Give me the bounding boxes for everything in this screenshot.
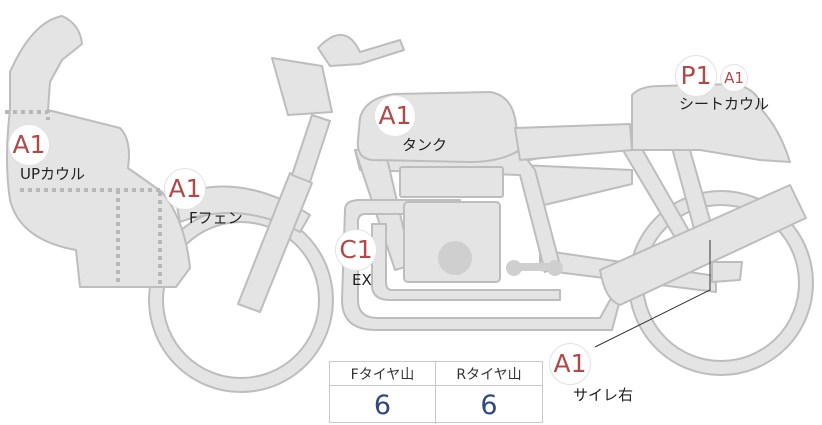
seat (514, 123, 633, 161)
seat-cowl (631, 83, 791, 163)
exhaust-label: EX (352, 271, 372, 289)
up-cowl-label: UPカウル (20, 165, 86, 183)
exhaust-grade-badge: C1 (335, 229, 377, 271)
front-tire-header: Fタイヤ山 (330, 362, 436, 386)
engine-head (399, 166, 504, 198)
seat-cowl-grade-badge: P1 (675, 55, 717, 97)
front-fender-label: Fフェン (189, 209, 243, 227)
tire-tread-table: Fタイヤ山 Rタイヤ山 6 6 (329, 361, 543, 424)
seat-cowl-extra-grade-badge: A1 (720, 64, 748, 92)
rear-tire-value: 6 (480, 389, 498, 421)
front-tire-value: 6 (330, 386, 436, 424)
headlight (271, 57, 333, 116)
silencer (599, 184, 807, 306)
tank-label: タンク (402, 136, 448, 154)
tank-grade-badge: A1 (374, 95, 416, 137)
seat-cowl-label: シートカウル (679, 95, 770, 113)
handlebar (317, 34, 405, 67)
silencer-right-grade-badge: A1 (549, 343, 591, 385)
front-fender-grade-badge: A1 (164, 168, 206, 210)
rear-tire-header: Rタイヤ山 (436, 362, 542, 386)
exhaust-pipe (341, 199, 621, 331)
silencer-right-label: サイレ右 (573, 386, 634, 404)
front-wheel (149, 208, 333, 392)
up-cowl-grade-badge: A1 (8, 124, 50, 166)
